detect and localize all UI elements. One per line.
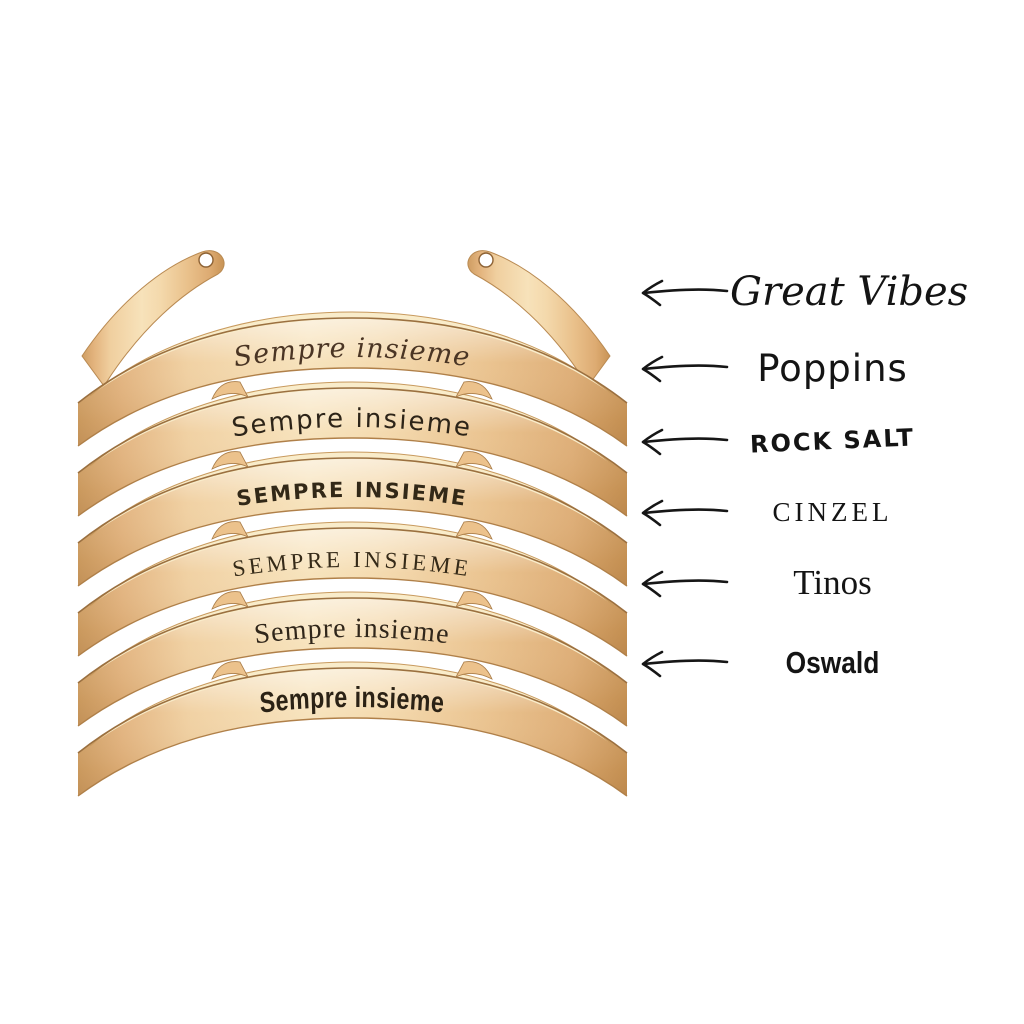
cuff-hole-left-icon: [198, 252, 214, 268]
bracelet-cinzel: SEMPRE INSIEME: [77, 521, 628, 657]
font-option-rock-salt: ROCK SALT: [635, 409, 935, 473]
arrow-left-icon: [641, 570, 729, 598]
bracelet-rock-salt: SEMPRE INSIEME: [77, 451, 628, 587]
font-label-tinos: Tinos: [793, 563, 872, 602]
cuff-tip-right: [467, 250, 611, 387]
cuff-hole-right-icon: [478, 252, 494, 268]
font-option-great-vibes: Great Vibes: [635, 260, 968, 324]
cuff-tip-left: [81, 250, 225, 387]
font-label-rock-salt: ROCK SALT: [749, 423, 916, 459]
arrow-left-icon: [641, 428, 729, 456]
font-label-great-vibes: Great Vibes: [730, 269, 969, 315]
arrow-left-icon: [641, 279, 729, 307]
arrow-left-icon: [641, 499, 729, 527]
bracelet-tinos: Sempre insieme: [77, 591, 628, 727]
font-label-cinzel: CINZEL: [772, 496, 893, 527]
font-label-oswald: Oswald: [785, 645, 880, 680]
font-option-oswald: Oswald: [635, 631, 935, 695]
bracelet-poppins: Sempre insieme: [77, 381, 628, 517]
arrow-left-icon: [641, 355, 729, 383]
font-option-cinzel: CINZEL: [635, 480, 935, 544]
font-option-poppins: Poppins: [635, 336, 935, 400]
bracelet-oswald: Sempre insieme: [77, 661, 628, 797]
arrow-left-icon: [641, 650, 729, 678]
font-option-tinos: Tinos: [635, 551, 935, 615]
font-label-poppins: Poppins: [757, 346, 908, 390]
bracelet-great-vibes: Sempre insieme: [77, 250, 628, 447]
engraving-text-oswald: Sempre insieme: [258, 680, 445, 719]
